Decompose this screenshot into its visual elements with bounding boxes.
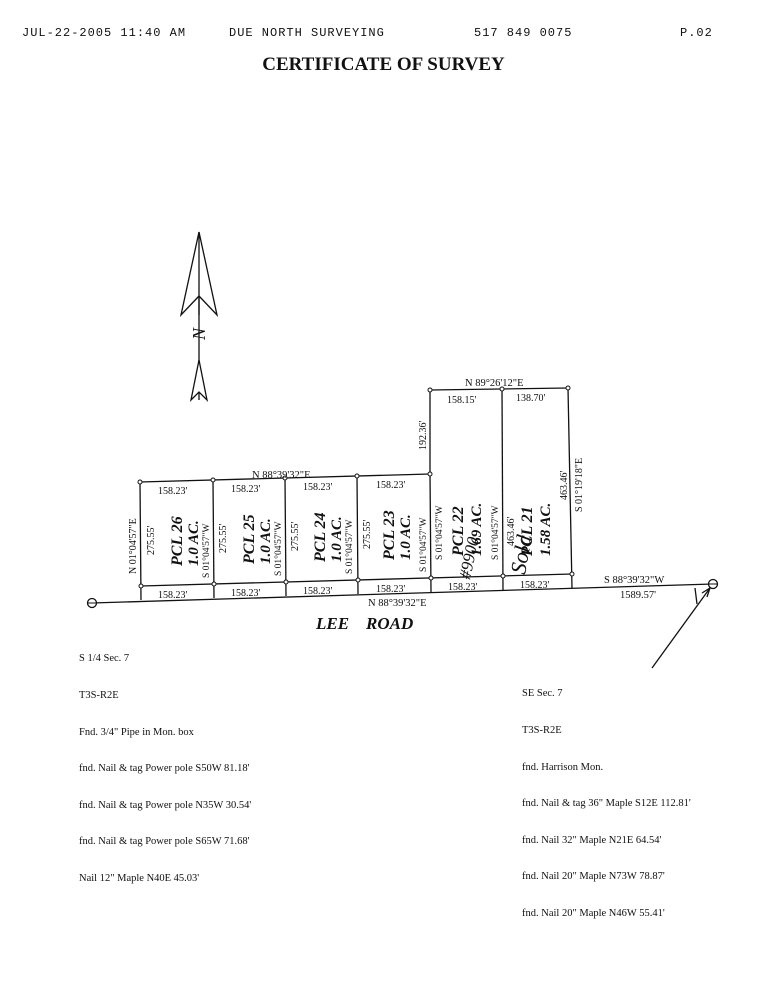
parcel-name: PCL 23 [381, 510, 398, 561]
note-line: T3S-R2E [79, 690, 119, 702]
parcel-22: 158.15' 158.23' S 01°04'57"W PCL 22 1.69… [434, 395, 501, 593]
fax-datetime: JUL-22-2005 11:40 AM [22, 26, 187, 40]
parcel-acres: 1.58 AC. [538, 503, 554, 556]
parcel-bottom-distance: 158.23' [520, 580, 550, 591]
parcel-depth: 275.55' [362, 520, 373, 550]
note-line: fnd. Nail & tag Power pole S65W 71.68' [79, 836, 250, 848]
lot-line-24-23 [356, 475, 359, 595]
south-quarter-note: S 1/4 Sec. 7 T3S-R2E Fnd. 3/4" Pipe in M… [79, 629, 251, 897]
se-corner-note: SE Sec. 7 T3S-R2E fnd. Harrison Mon. fnd… [522, 664, 691, 932]
parcel-23: 158.23' 158.23' 275.55' PCL 23 1.0 AC. S… [362, 480, 429, 595]
parcel-bottom-distance: 158.23' [303, 586, 333, 597]
parcel-top-distance: 158.23' [231, 484, 261, 495]
road-line [91, 583, 714, 604]
parcel-26: 158.23' 158.23' 275.55' PCL 26 1.0 AC. S… [146, 486, 212, 601]
parcel-acres: 1.0 AC. [186, 520, 202, 566]
parcel-side-bearing-east: S 01°04'57"W [490, 505, 501, 560]
note-line: fnd. Harrison Mon. [522, 761, 604, 773]
parcel-21: 138.70' 158.23' 463.46' PCL 21 1.58 AC. … [505, 393, 570, 591]
parcel-top-distance: 158.23' [376, 480, 406, 491]
note-line: fnd. Nail & tag Power pole S50W 81.18' [79, 763, 250, 775]
parcel-top-distance: 158.23' [303, 482, 333, 493]
parcel-depth: 275.55' [290, 522, 301, 552]
parcel-name: PCL 26 [169, 516, 186, 567]
fax-sender: DUE NORTH SURVEYING [229, 26, 385, 40]
parcel-depth: 275.55' [218, 524, 229, 554]
fax-page-number: P.02 [680, 26, 713, 40]
parcel-name: PCL 21 [519, 506, 536, 557]
parcel-depth: 275.55' [146, 526, 157, 556]
parcel-depth: 463.46' [506, 517, 517, 547]
parcel-top-distance: 158.15' [447, 395, 477, 406]
note-line: fnd. Nail 20" Maple N73W 78.87' [522, 871, 665, 883]
se-pointer-line [651, 587, 711, 669]
parcel-side-bearing: S 01°04'57"W [273, 521, 284, 576]
parcel-bottom-distance: 158.23' [376, 584, 406, 595]
road-name: LEE ROAD [315, 614, 413, 633]
parcel-side-bearing: S 01°04'57"W [434, 505, 445, 560]
road-extension-bearing: S 88°39'32"W [604, 575, 664, 586]
parcel-acres: 1.0 AC. [258, 518, 274, 564]
parcel-24: 158.23' 158.23' 275.55' PCL 24 1.0 AC. S… [290, 482, 355, 597]
monument-se-corner-icon [707, 578, 719, 590]
parcel-name: PCL 22 [450, 506, 467, 557]
parcel-side-bearing: S 01°04'57"W [418, 517, 429, 572]
parcel-25: 158.23' 158.23' 275.55' PCL 25 1.0 AC. S… [218, 484, 284, 599]
north-line-bearing: N 88°39'32"E [252, 470, 311, 481]
note-line: fnd. Nail 32" Maple N21E 64.54' [522, 834, 662, 846]
parcel-name: PCL 24 [312, 512, 329, 563]
document-title: CERTIFICATE OF SURVEY [262, 54, 505, 75]
parcel-east-depth: 463.46' [559, 471, 570, 501]
parcel-acres: 1.69 AC. [469, 503, 485, 556]
lot-line-26-25 [212, 479, 215, 599]
note-line: T3S-R2E [522, 725, 562, 737]
parcel-bottom-distance: 158.23' [158, 590, 188, 601]
parcel-bottom-distance: 158.23' [231, 588, 261, 599]
parcel-acres: 1.0 AC. [329, 516, 345, 562]
parcel-name: PCL 25 [241, 514, 258, 565]
north-arrow-icon [179, 231, 219, 402]
lot-line-22-21 [501, 388, 504, 591]
lot-line-east [567, 387, 573, 589]
parcel-acres: 1.0 AC. [398, 514, 414, 560]
note-line: fnd. Nail 20" Maple N46W 55.41' [522, 908, 665, 920]
parcel-side-bearing: S 01°04'57"W [201, 523, 212, 578]
note-line: Nail 12" Maple N40E 45.03' [79, 873, 200, 885]
note-line: Fnd. 3/4" Pipe in Mon. box [79, 726, 194, 738]
step-line-distance: 192.36' [418, 421, 429, 451]
note-line: S 1/4 Sec. 7 [79, 653, 130, 665]
fax-phone: 517 849 0075 [474, 26, 573, 40]
road-line-bearing: N 88°39'32"E [368, 598, 427, 609]
lot-line-23-22 [429, 473, 432, 593]
parcel-top-distance: 138.70' [516, 393, 546, 404]
north-parcel-line-upper [429, 387, 569, 391]
lot-line-25-24 [284, 477, 287, 597]
north-line-upper-bearing: N 89°26'12"E [465, 378, 524, 389]
east-side-bearing: S 01°19'18"E [574, 458, 585, 512]
road-extension-distance: 1589.57' [620, 590, 656, 601]
lot-corner-markers [137, 385, 575, 589]
parcel-bottom-distance: 158.23' [448, 582, 478, 593]
west-side-bearing: N 01°04'57"E [128, 518, 139, 574]
parcel-top-distance: 158.23' [158, 486, 188, 497]
parcel-side-bearing: S 01°04'57"W [344, 519, 355, 574]
lot-line-west [139, 481, 142, 601]
note-line: fnd. Nail & tag Power pole N35W 30.54' [79, 799, 252, 811]
note-line: fnd. Nail & tag 36" Maple S12E 112.81' [522, 798, 691, 810]
monument-south-quarter-icon [86, 597, 98, 609]
north-arrow-letter: N [189, 327, 209, 341]
note-line: SE Sec. 7 [522, 688, 563, 700]
